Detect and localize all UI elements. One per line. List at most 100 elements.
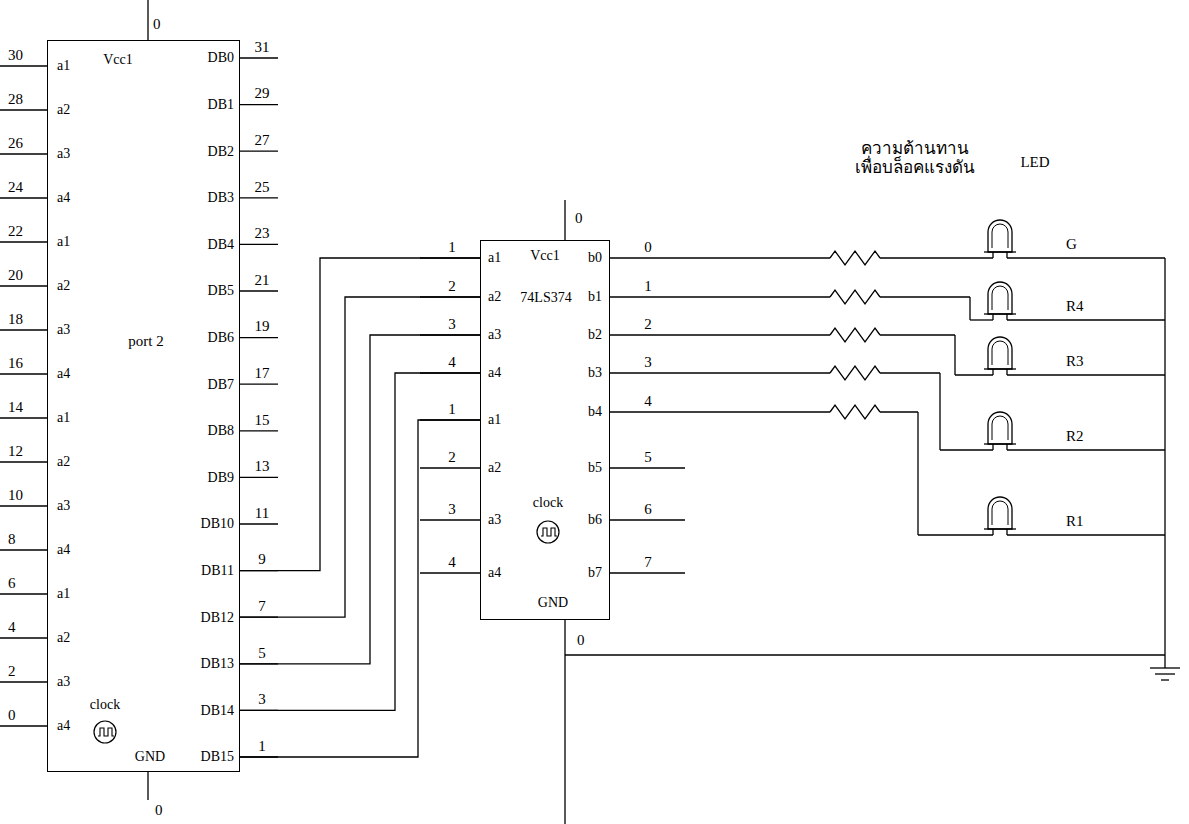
- pin-number: 3: [644, 354, 652, 371]
- data-bus-name: DB2: [208, 144, 234, 159]
- pin-name: a4: [57, 542, 70, 557]
- bus-wire: [240, 335, 480, 664]
- pin-line: [0, 417, 47, 418]
- pin-number: 12: [8, 443, 23, 460]
- pin-number: 30: [8, 47, 23, 64]
- led-lead: [1006, 529, 1007, 535]
- pin-number: 1: [258, 738, 266, 755]
- pin-name: a2: [57, 454, 70, 469]
- pin-name: a4: [488, 565, 501, 580]
- data-bus-name: DB1: [208, 97, 234, 112]
- pin-number: 0: [153, 16, 161, 33]
- pin-name: a3: [488, 327, 501, 342]
- pin-number: 15: [255, 412, 270, 429]
- wire-line: [880, 296, 970, 297]
- pin-line: [0, 65, 47, 66]
- pin-name: b7: [588, 565, 602, 580]
- note-text: ความต้านทาน เพื่อบล็อคแรงดัน: [828, 139, 1003, 176]
- wire-line: [1007, 319, 1165, 320]
- pin-number: 19: [255, 318, 270, 335]
- pin-line: [420, 467, 480, 468]
- pin-number: 3: [448, 501, 456, 518]
- power-pin-name: Vcc1: [530, 248, 560, 263]
- wire-line: [685, 411, 830, 412]
- data-bus-name: DB13: [201, 656, 234, 671]
- pin-number: 11: [255, 505, 269, 522]
- pin-name: a1: [57, 410, 70, 425]
- node-title: port 2: [128, 333, 163, 350]
- led-dome: [992, 416, 1008, 440]
- ground-pin-name: GND: [135, 749, 165, 764]
- pin-name: b5: [588, 460, 602, 475]
- led-dome: [992, 341, 1008, 365]
- wire-line: [1007, 534, 1165, 535]
- pin-name: a4: [57, 366, 70, 381]
- pin-line: [610, 411, 685, 412]
- wire-line: [1007, 449, 1165, 450]
- ground-symbol: [1150, 667, 1180, 668]
- resistor-symbol: [830, 328, 880, 342]
- led-label: R2: [1066, 428, 1084, 445]
- pin-number: 4: [448, 354, 456, 371]
- led-lead: [1006, 252, 1007, 258]
- pin-number: 0: [577, 632, 585, 649]
- pin-number: 10: [8, 487, 23, 504]
- data-bus-name: DB5: [208, 283, 234, 298]
- pin-number: 4: [8, 619, 16, 636]
- pin-name: a1: [57, 58, 70, 73]
- led-base: [984, 313, 1016, 314]
- pin-line: [240, 430, 278, 431]
- led-symbol: [988, 282, 1012, 314]
- clock-wave: [541, 528, 557, 536]
- data-bus-name: DB11: [201, 563, 234, 578]
- data-bus-name: DB6: [208, 330, 234, 345]
- pin-line: [240, 384, 278, 385]
- pin-line: [610, 519, 685, 520]
- ground-pin: [147, 772, 148, 800]
- power-pin-name: Vcc1: [103, 52, 133, 67]
- pin-name: a4: [57, 718, 70, 733]
- led-lead: [1006, 369, 1007, 375]
- pin-line: [0, 241, 47, 242]
- pin-line: [0, 593, 47, 594]
- pin-number: 3: [258, 691, 266, 708]
- pin-name: a2: [488, 460, 501, 475]
- pin-number: 24: [8, 179, 23, 196]
- pin-name: a3: [488, 512, 501, 527]
- pin-line: [0, 549, 47, 550]
- pin-line: [240, 337, 278, 338]
- led-label: G: [1066, 236, 1077, 253]
- pin-number: 8: [8, 531, 16, 548]
- ground-symbol: [1161, 679, 1169, 680]
- pin-line: [0, 637, 47, 638]
- led-symbol: [988, 497, 1012, 529]
- wire-line: [685, 372, 830, 373]
- pin-line: [0, 153, 47, 154]
- wire-line: [969, 297, 970, 320]
- pin-line: [240, 151, 278, 152]
- pin-line: [420, 519, 480, 520]
- pin-line: [0, 109, 47, 110]
- pin-number: 27: [255, 132, 270, 149]
- pin-number: 6: [8, 575, 16, 592]
- pin-name: a4: [57, 190, 70, 205]
- pin-line: [240, 477, 278, 478]
- pin-number: 9: [258, 551, 266, 568]
- power-pin: [147, 0, 148, 40]
- pin-name: a2: [488, 289, 501, 304]
- data-bus-name: DB12: [201, 610, 234, 625]
- component-label: LED: [1020, 154, 1049, 171]
- pin-line: [610, 372, 685, 373]
- wire-line: [880, 411, 918, 412]
- led-symbol: [988, 412, 1012, 444]
- pin-number: 1: [448, 239, 456, 256]
- resistor-symbol: [830, 366, 880, 380]
- pin-number: 7: [258, 598, 266, 615]
- data-bus-name: DB3: [208, 190, 234, 205]
- pin-line: [0, 505, 47, 506]
- pin-number: 5: [644, 449, 652, 466]
- led-symbol: [988, 220, 1012, 252]
- pin-line: [0, 681, 47, 682]
- clock-symbol: [94, 721, 116, 743]
- pin-number: 4: [644, 393, 652, 410]
